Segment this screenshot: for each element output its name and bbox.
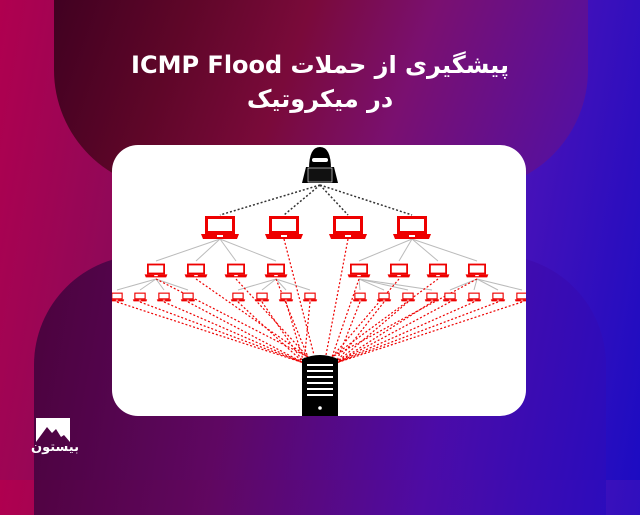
laptop-icon (442, 292, 458, 302)
title-line-1: پیشگیری از حملات ICMP Flood (131, 51, 509, 79)
mountain-logo-icon (36, 418, 70, 442)
laptop-icon (514, 292, 526, 302)
laptop-icon (376, 292, 392, 302)
ddos-diagram (112, 147, 526, 416)
laptop-icon (400, 292, 416, 302)
laptop-icon (264, 263, 288, 278)
laptop-icon (132, 292, 148, 302)
laptop-icon (466, 292, 482, 302)
brand-logo[interactable]: بیستون (30, 418, 80, 468)
laptop-icon (254, 292, 270, 302)
server-icon (302, 355, 338, 416)
laptop-icon (387, 263, 411, 278)
laptop-icon (465, 263, 489, 278)
laptop-icon (352, 292, 368, 302)
laptop-icon (144, 263, 168, 278)
brand-name: بیستون (31, 440, 79, 455)
laptop-icon (426, 263, 450, 278)
laptop-icon (424, 292, 440, 302)
hacker-icon (302, 147, 338, 183)
laptop-icon (347, 263, 371, 278)
diagram-card (112, 145, 526, 416)
laptop-icon (230, 292, 246, 302)
laptop-icon (112, 292, 125, 302)
page-title: پیشگیری از حملات ICMP Flood در میکروتیک (0, 48, 640, 116)
laptop-icon (180, 292, 196, 302)
laptop-icon (184, 263, 208, 278)
laptop-icon (329, 216, 367, 239)
title-line-2: در میکروتیک (246, 85, 394, 113)
laptop-icon (156, 292, 172, 302)
laptop-icon (302, 292, 318, 302)
laptop-icon (278, 292, 294, 302)
laptop-icon (393, 216, 431, 239)
laptop-icon (201, 216, 239, 239)
laptop-icon (224, 263, 248, 278)
laptop-icon (265, 216, 303, 239)
laptop-icon (490, 292, 506, 302)
